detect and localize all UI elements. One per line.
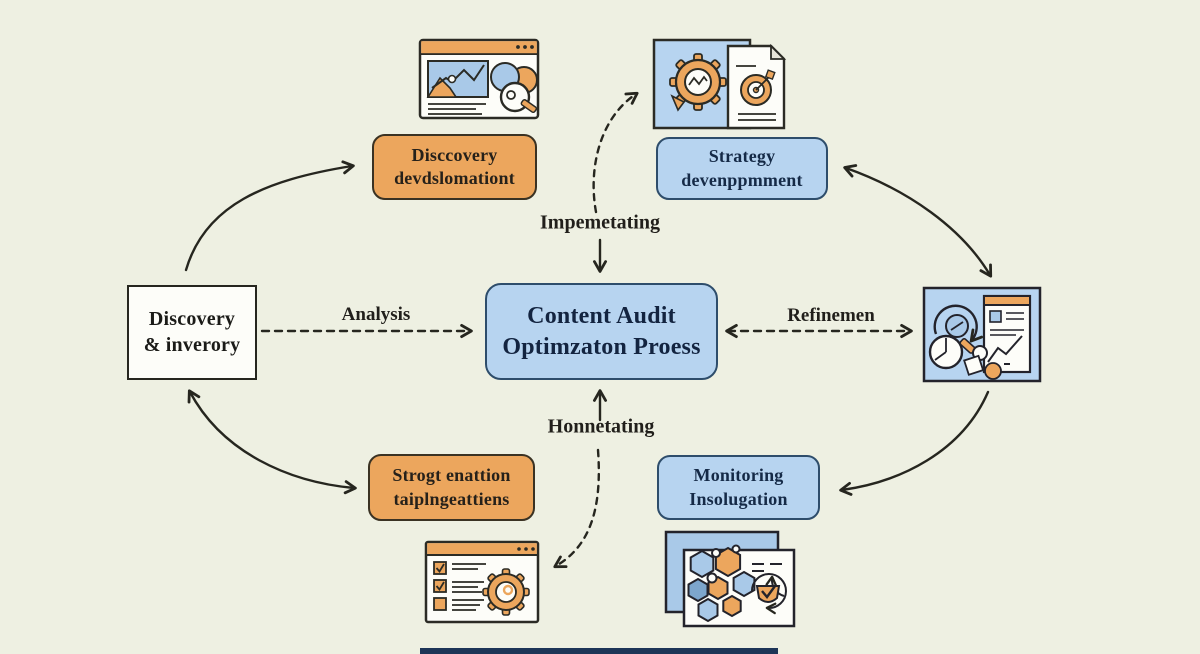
bottom-accent-bar	[420, 648, 778, 654]
strategy-gear-document-icon	[652, 38, 787, 130]
node-label-line: Strogt enattion	[392, 465, 511, 486]
node-monitoring-insolugation: Monitoring Insolugation	[657, 455, 820, 520]
checklist-gear-icon	[424, 540, 540, 624]
node-discovery-development: Disccovery devdslomationt	[372, 134, 537, 200]
node-label-line: Monitoring	[693, 465, 784, 486]
node-label-line: Strategy	[708, 146, 776, 167]
node-label-line: devenppmment	[681, 169, 803, 190]
edge-label-honnetating: Honnetating	[547, 415, 655, 438]
dashed-arrow-to-checklist-icon	[553, 448, 600, 569]
node-label-line: devdslomationt	[394, 168, 515, 188]
edge-label-analysis: Analysis	[341, 304, 411, 325]
node-content-audit-center: Content Audit Optimzaton Proess	[485, 283, 718, 380]
node-strategy-development: Strategy devenppmment	[656, 137, 828, 200]
refinement-review-icon	[922, 286, 1042, 383]
dashed-arrow-to-strategy-icon	[592, 91, 639, 214]
arrow-refine-to-monitoring	[839, 390, 990, 496]
node-label-line: Disccovery	[411, 144, 498, 165]
analytics-browser-icon	[418, 38, 540, 120]
node-label-line: taiplngeattiens	[393, 488, 510, 509]
hexagon-report-icon	[664, 530, 796, 628]
node-label-line: & inverory	[143, 333, 241, 356]
node-discovery-inventory: Discovery & inverory	[127, 285, 257, 380]
edge-label-refinement: Refinemen	[787, 305, 875, 326]
node-label-line: Insolugation	[689, 488, 788, 509]
center-title-line: Content Audit	[527, 302, 676, 329]
arrow-inventory-to-discovery-dev	[184, 160, 355, 272]
node-label-line: Discovery	[148, 307, 236, 330]
arrow-strategy-refine-loop	[843, 164, 993, 278]
node-strength-optimization: Strogt enattion taiplngeattiens	[368, 454, 535, 521]
arrow-inventory-strength-loop	[187, 389, 357, 495]
edge-label-implementing: Impemetating	[540, 211, 660, 234]
center-title-line: Optimzaton Proess	[502, 333, 701, 360]
